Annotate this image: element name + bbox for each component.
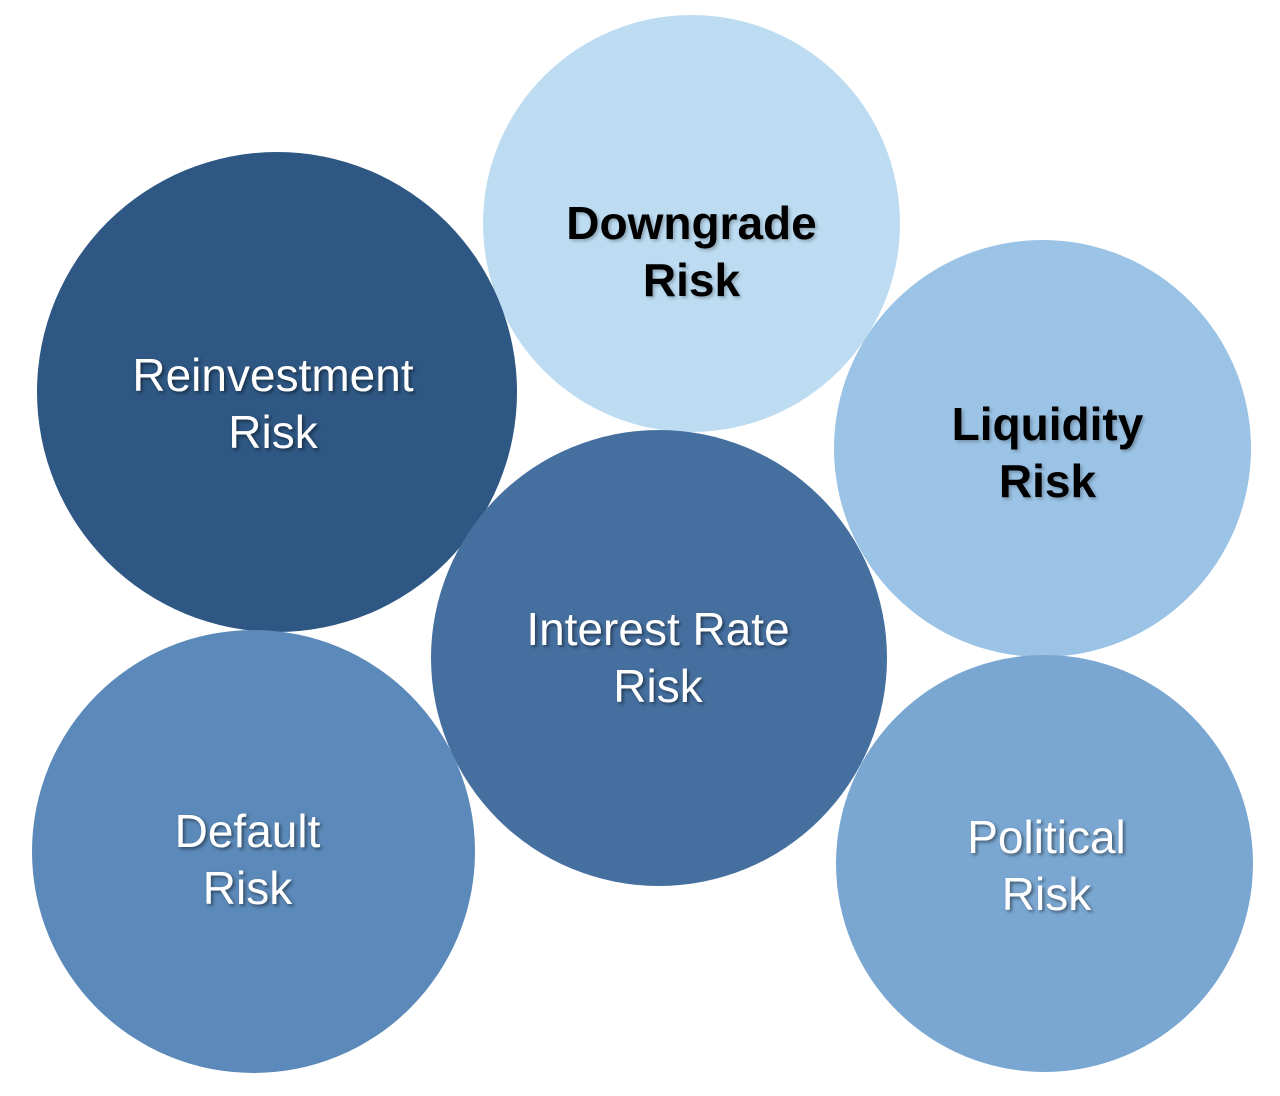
bubble-label: Political Risk: [967, 809, 1126, 923]
bubble-label: Liquidity Risk: [952, 396, 1144, 510]
bubble-label: Downgrade Risk: [566, 195, 816, 309]
bubble-label: Default Risk: [175, 803, 321, 917]
bubble-downgrade-risk: Downgrade Risk: [483, 15, 900, 432]
bubble-label-line1: Interest Rate: [526, 603, 790, 655]
bubble-label: Reinvestment Risk: [132, 347, 413, 461]
bubble-label-line2: Risk: [642, 253, 741, 306]
bubble-label-line1: Downgrade: [566, 196, 817, 249]
bubble-label-line2: Risk: [613, 660, 703, 712]
bubble-label-line2: Risk: [1001, 867, 1092, 920]
bubble-label: Interest Rate Risk: [526, 601, 789, 715]
bubble-default-risk: Default Risk: [32, 630, 475, 1073]
bubble-political-risk: Political Risk: [836, 655, 1253, 1072]
bubble-liquidity-risk: Liquidity Risk: [834, 240, 1251, 657]
bubble-label-line1: Liquidity: [951, 397, 1144, 450]
bubble-interest-rate-risk: Interest Rate Risk: [431, 430, 887, 886]
bubble-label-line2: Risk: [228, 406, 318, 458]
bubble-label-line1: Reinvestment: [132, 349, 414, 401]
bubble-label-line1: Default: [174, 804, 321, 857]
bubble-label-line2: Risk: [202, 861, 293, 914]
bubble-label-line1: Political: [967, 810, 1126, 863]
bubble-reinvestment-risk: Reinvestment Risk: [37, 152, 517, 632]
bubble-label-line2: Risk: [998, 454, 1097, 507]
